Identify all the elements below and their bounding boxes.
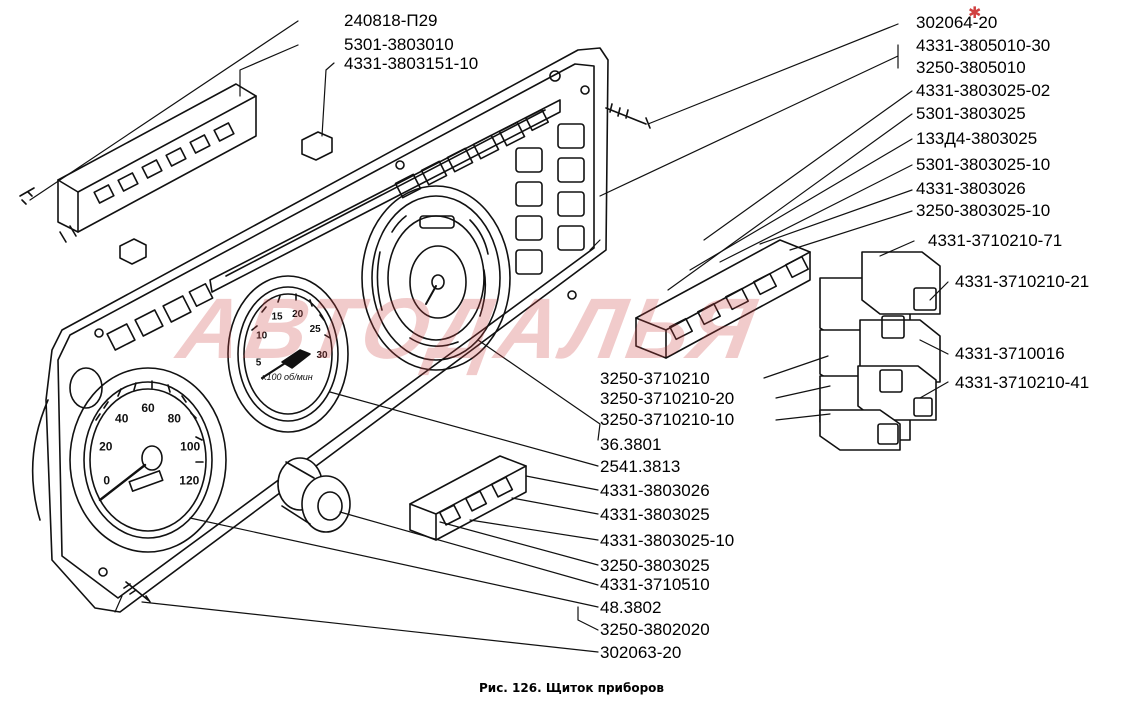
screw-top-left: [20, 188, 34, 204]
gauge-tick-label: 0: [103, 474, 110, 488]
part-label: 5301-3803025: [916, 104, 1026, 123]
part-label: 4331-3803026: [600, 481, 710, 500]
round-blank: [70, 368, 102, 408]
part-label: 4331-3710210-41: [955, 373, 1090, 392]
part-label: 240818-П29: [344, 11, 438, 30]
top-slot: [210, 100, 560, 292]
left-switch-row: [107, 284, 213, 350]
part-label: 5301-3803010: [344, 35, 454, 54]
part-label: 4331-3710210-71: [928, 231, 1063, 250]
part-label: 4331-3710510: [600, 575, 710, 594]
upper-indicator-row: [395, 110, 548, 198]
lower-switch-trio: [410, 456, 526, 540]
part-label: 302063-20: [600, 643, 682, 662]
gauge-tick-label: 120: [179, 474, 199, 488]
part-label: 3250-3802020: [600, 620, 710, 639]
leader-lines: [30, 21, 948, 652]
gauge-tick-label: 20: [292, 309, 304, 320]
panel-hole: [568, 291, 576, 299]
right-switch-row: [636, 240, 810, 358]
panel-hole: [95, 329, 103, 337]
part-label: 4331-3803026: [916, 179, 1026, 198]
screw-top-right: [606, 104, 650, 128]
part-label: 3250-3803025: [600, 556, 710, 575]
part-label: 3250-3710210-10: [600, 410, 735, 429]
gauge-tick-label: 25: [310, 324, 322, 335]
part-label: 4331-3803025: [600, 505, 710, 524]
part-label: 4331-3710210-21: [955, 272, 1090, 291]
part-label: 48.3802: [600, 598, 662, 617]
part-label: 4331-3805010-30: [916, 36, 1051, 55]
panel-hole: [550, 71, 560, 81]
panel-hole: [396, 161, 404, 169]
tachometer-scale-text: х100 об/мин: [261, 372, 313, 382]
panel-hole: [99, 568, 107, 576]
part-label: 4331-3803025-10: [600, 531, 735, 550]
part-label: 2541.3813: [600, 457, 681, 476]
gauge-tick-label: 80: [168, 412, 182, 426]
gauge-tick-label: 60: [141, 401, 155, 415]
part-label: 3250-3803025-10: [916, 201, 1051, 220]
gauge-tick-label: 10: [256, 330, 268, 341]
socket-part: [278, 458, 350, 532]
gauge-tick-label: 30: [316, 350, 328, 361]
gauge-tick-label: 100: [180, 440, 200, 454]
tachometer: [228, 276, 348, 432]
part-label: 36.3801: [600, 435, 662, 454]
gauge-tick-label: 5: [256, 357, 262, 368]
lamp-holder: [120, 239, 146, 264]
watermark-star-icon: ✱: [968, 5, 982, 22]
part-label: 133Д4-3803025: [916, 129, 1038, 148]
gauge-tick-label: 40: [115, 412, 129, 426]
relay-holder: [302, 132, 332, 160]
part-label: 302064-20: [916, 13, 998, 32]
part-label: 4331-3803025-02: [916, 81, 1051, 100]
panel-outline: [46, 48, 608, 612]
watermark-text: АВТОДАЛЬЯ: [171, 281, 766, 377]
part-label: 3250-3710210-20: [600, 389, 735, 408]
combination-gauge: [362, 186, 510, 370]
part-label: 3250-3710210: [600, 369, 710, 388]
switch-stack: [820, 252, 940, 450]
part-label: 4331-3803151-10: [344, 54, 479, 73]
speedometer: [70, 368, 226, 552]
warning-lamp-grid: [516, 124, 584, 274]
top-left-switch-block: [58, 84, 256, 242]
gauge-tick-label: 15: [271, 312, 283, 323]
screw-bottom-left: [124, 582, 150, 602]
gauge-tick-label: 20: [99, 440, 113, 454]
part-label: 5301-3803025-10: [916, 155, 1051, 174]
part-label: 4331-3710016: [955, 344, 1065, 363]
part-label: 3250-3805010: [916, 58, 1026, 77]
panel-hole: [581, 86, 589, 94]
panel-inner-edge: [58, 64, 594, 598]
figure-caption: Рис. 126. Щиток приборов: [478, 681, 664, 695]
